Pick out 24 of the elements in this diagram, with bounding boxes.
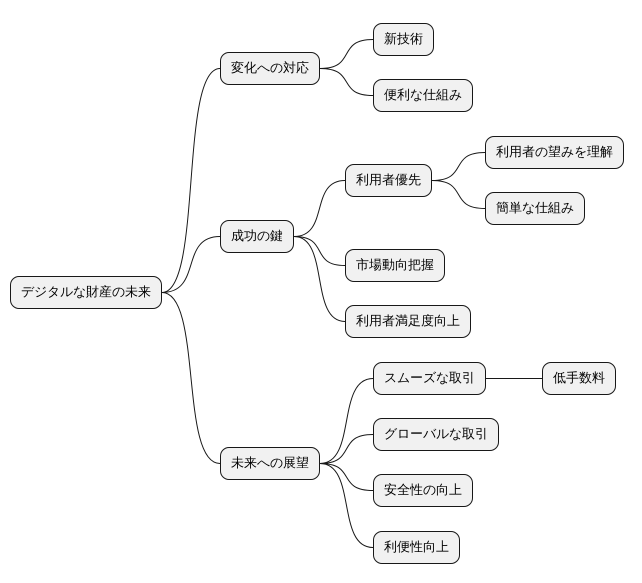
topic-box: 利用者優先 bbox=[345, 164, 432, 197]
topic-box: 安全性の向上 bbox=[373, 474, 473, 507]
connector-line bbox=[320, 463, 374, 548]
topic-box: 変化への対応 bbox=[220, 52, 320, 85]
connector-line bbox=[486, 378, 542, 379]
connector-line bbox=[432, 180, 486, 209]
topic-box: 便利な仕組み bbox=[373, 79, 473, 112]
connector-line bbox=[162, 292, 220, 464]
connector-line bbox=[320, 68, 374, 96]
topic-box: 成功の鍵 bbox=[220, 220, 294, 253]
connector-line bbox=[162, 68, 220, 293]
topic-box: 簡単な仕組み bbox=[485, 192, 585, 225]
topic-box: 新技術 bbox=[373, 23, 434, 56]
topic-box: 未来への展望 bbox=[220, 447, 320, 480]
topic-box: デジタルな財産の未来 bbox=[10, 276, 162, 309]
connector-line bbox=[162, 236, 220, 293]
topic-box: 低手数料 bbox=[542, 362, 616, 395]
connector-line bbox=[294, 236, 346, 322]
topic-box: 利用者の望みを理解 bbox=[485, 136, 624, 169]
topic-box: 市場動向把握 bbox=[345, 249, 445, 282]
topic-box: グローバルな取引 bbox=[373, 418, 499, 451]
topic-box: 利便性向上 bbox=[373, 531, 460, 564]
topic-box: スムーズな取引 bbox=[373, 362, 486, 395]
topic-box: 利用者満足度向上 bbox=[345, 305, 471, 338]
